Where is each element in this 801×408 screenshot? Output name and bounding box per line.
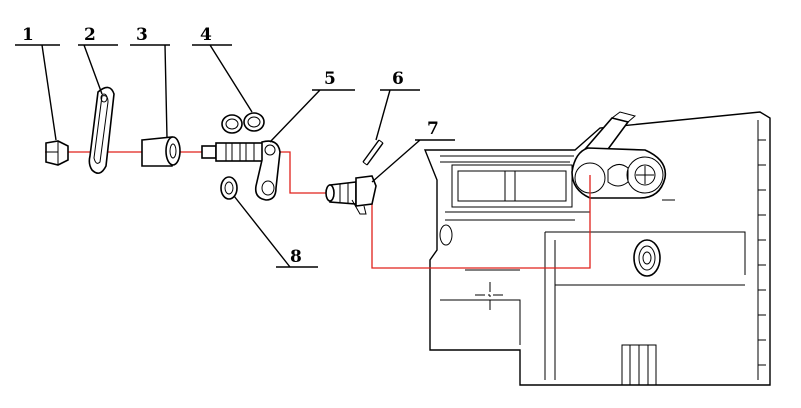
part-7-stud bbox=[325, 175, 377, 215]
assembly-axis-line bbox=[45, 151, 591, 269]
part-2-link-plate bbox=[88, 86, 115, 174]
part-6-pin bbox=[362, 139, 384, 166]
part-4-o-rings bbox=[221, 112, 265, 134]
callout-7: 7 bbox=[427, 119, 439, 139]
housing bbox=[423, 111, 771, 386]
callout-5: 5 bbox=[324, 69, 336, 89]
callout-1: 1 bbox=[22, 25, 34, 45]
callout-4: 4 bbox=[200, 25, 212, 45]
part-1-hex-nut bbox=[45, 140, 69, 166]
part-5-shaft-lever bbox=[201, 140, 281, 201]
callout-2: 2 bbox=[84, 25, 96, 45]
part-8-washer bbox=[220, 176, 238, 200]
part-3-bushing bbox=[141, 136, 181, 167]
callout-labels: 1 2 3 4 5 6 7 8 bbox=[22, 25, 439, 267]
callout-6: 6 bbox=[392, 69, 404, 89]
callout-3: 3 bbox=[136, 25, 148, 45]
leader-lines bbox=[15, 44, 455, 268]
callout-8: 8 bbox=[290, 247, 302, 267]
